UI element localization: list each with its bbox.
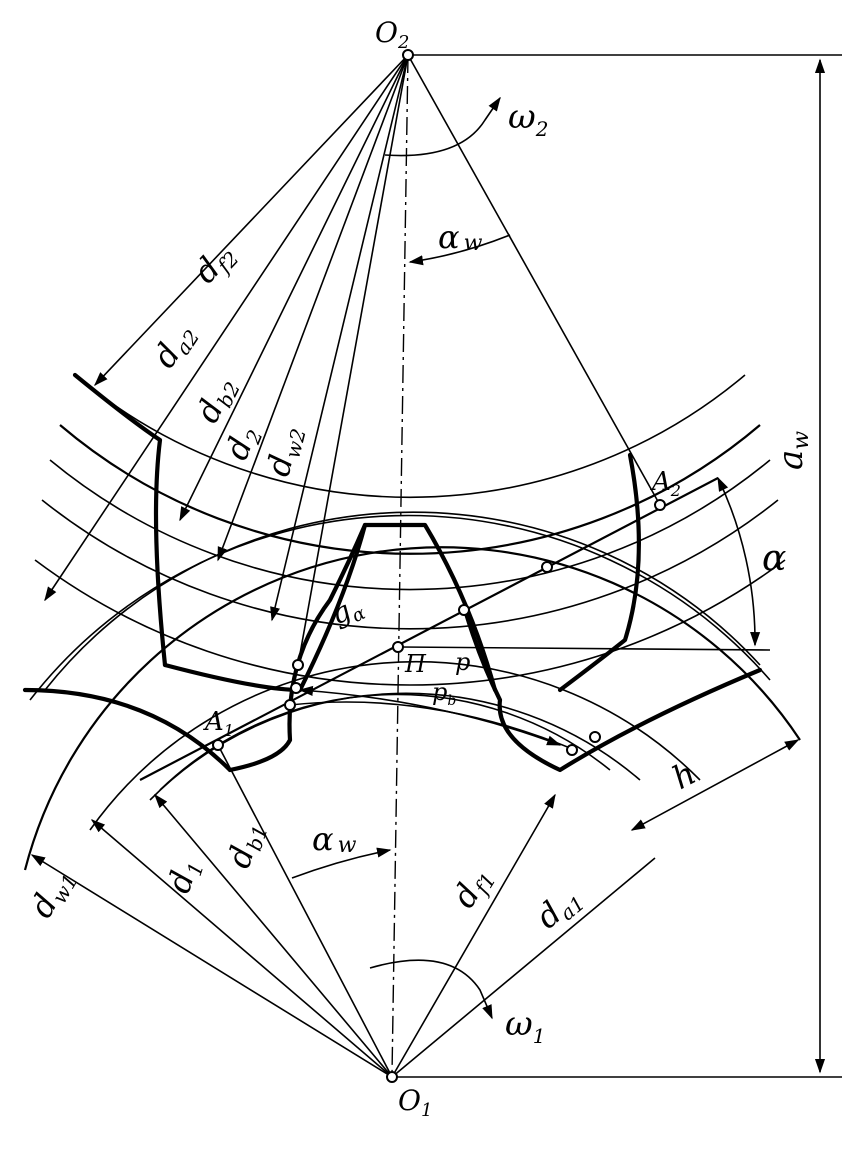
gear1-addendum-circle	[23, 546, 801, 871]
gear1-radius-to-A1	[217, 744, 393, 1078]
label-aw: aw	[771, 431, 814, 470]
label-A1: A1	[203, 707, 234, 740]
omega1-rotation-arrow	[369, 959, 493, 1020]
contact-point-mid	[458, 604, 470, 616]
gear2-teeth	[72, 372, 641, 693]
label-omega2: ω2	[508, 97, 548, 141]
gear2-tooth-right-flank	[557, 452, 641, 693]
label-d2: d2	[217, 420, 267, 466]
gear2-radius-lines	[44, 54, 661, 666]
gear2-addendum-circle	[59, 424, 761, 555]
label-pitch-point: П	[404, 650, 427, 678]
contact-point-left	[292, 659, 304, 671]
label-O2: O2	[375, 16, 409, 53]
gear2-circles	[34, 374, 786, 686]
db2-dimension-line	[179, 54, 409, 522]
gear2-radius-to-A2	[407, 54, 661, 506]
label-alpha: α	[762, 538, 786, 579]
label-dw1: dw1	[22, 861, 83, 925]
contact-point-right-2	[589, 731, 601, 743]
contact-point-left-2	[290, 682, 302, 694]
h-dimension-line	[630, 739, 800, 831]
d1-dimension-line	[90, 819, 393, 1078]
label-db2: db2	[188, 370, 245, 429]
label-df1: df1	[445, 860, 501, 916]
gear2-tooth-left-flank	[72, 372, 168, 668]
gear1-circles	[23, 511, 801, 871]
label-da1: da1	[529, 878, 590, 938]
label-pb: pb	[432, 678, 456, 709]
label-d1: d1	[159, 854, 208, 898]
dw2-dimension-line	[270, 54, 409, 622]
label-da2: da2	[145, 316, 204, 376]
da1-dimension-line	[391, 857, 656, 1078]
alpha-angle-arc	[717, 476, 761, 647]
gear1-left-flank	[227, 522, 368, 773]
common-tangent-line	[399, 646, 771, 651]
omega2-rotation-arrow	[384, 96, 501, 157]
dw1-dimension-line	[30, 854, 393, 1078]
line-of-action	[139, 477, 719, 781]
pitch-point	[392, 641, 404, 653]
label-O1: O1	[398, 1084, 432, 1121]
gear1-radius-lines	[30, 744, 656, 1078]
gear1-working-pitch-circle	[29, 514, 771, 701]
df2-dimension-line	[94, 54, 409, 387]
label-p: p	[455, 648, 470, 676]
center-axis-line	[391, 54, 409, 1076]
label-A2: A2	[650, 467, 681, 500]
label-omega1: ω1	[505, 1004, 545, 1048]
contact-point-right	[566, 744, 578, 756]
label-db1: db1	[219, 817, 272, 873]
df1-dimension-line	[391, 793, 556, 1078]
center-O2-point	[402, 49, 414, 61]
gear2-root-circle	[74, 374, 746, 499]
point-A1	[212, 739, 224, 751]
gear2-center-tooth	[297, 522, 498, 693]
d2-dimension-line	[217, 54, 409, 562]
gear1-pitch-circle	[89, 660, 701, 831]
alpha-w-bottom-arc	[291, 847, 392, 879]
point-A2	[654, 499, 666, 511]
gear2-base-circle	[49, 459, 771, 591]
pb-arc	[289, 701, 576, 751]
label-df2: df2	[186, 235, 244, 293]
gear2-radius-to-contact	[297, 54, 409, 666]
gear1-outer-arc	[44, 511, 761, 691]
da2-dimension-line	[44, 54, 409, 602]
db1-dimension-line	[154, 793, 393, 1078]
alpha-w-top-arc	[408, 234, 511, 266]
center-O1-point	[386, 1071, 398, 1083]
gear2-pitch-circle	[41, 499, 779, 630]
contact-point-left-3	[284, 699, 296, 711]
contact-point-upper	[541, 561, 553, 573]
gear1-tooth-left-tip	[22, 687, 233, 773]
gear1-right-flank	[462, 607, 763, 773]
